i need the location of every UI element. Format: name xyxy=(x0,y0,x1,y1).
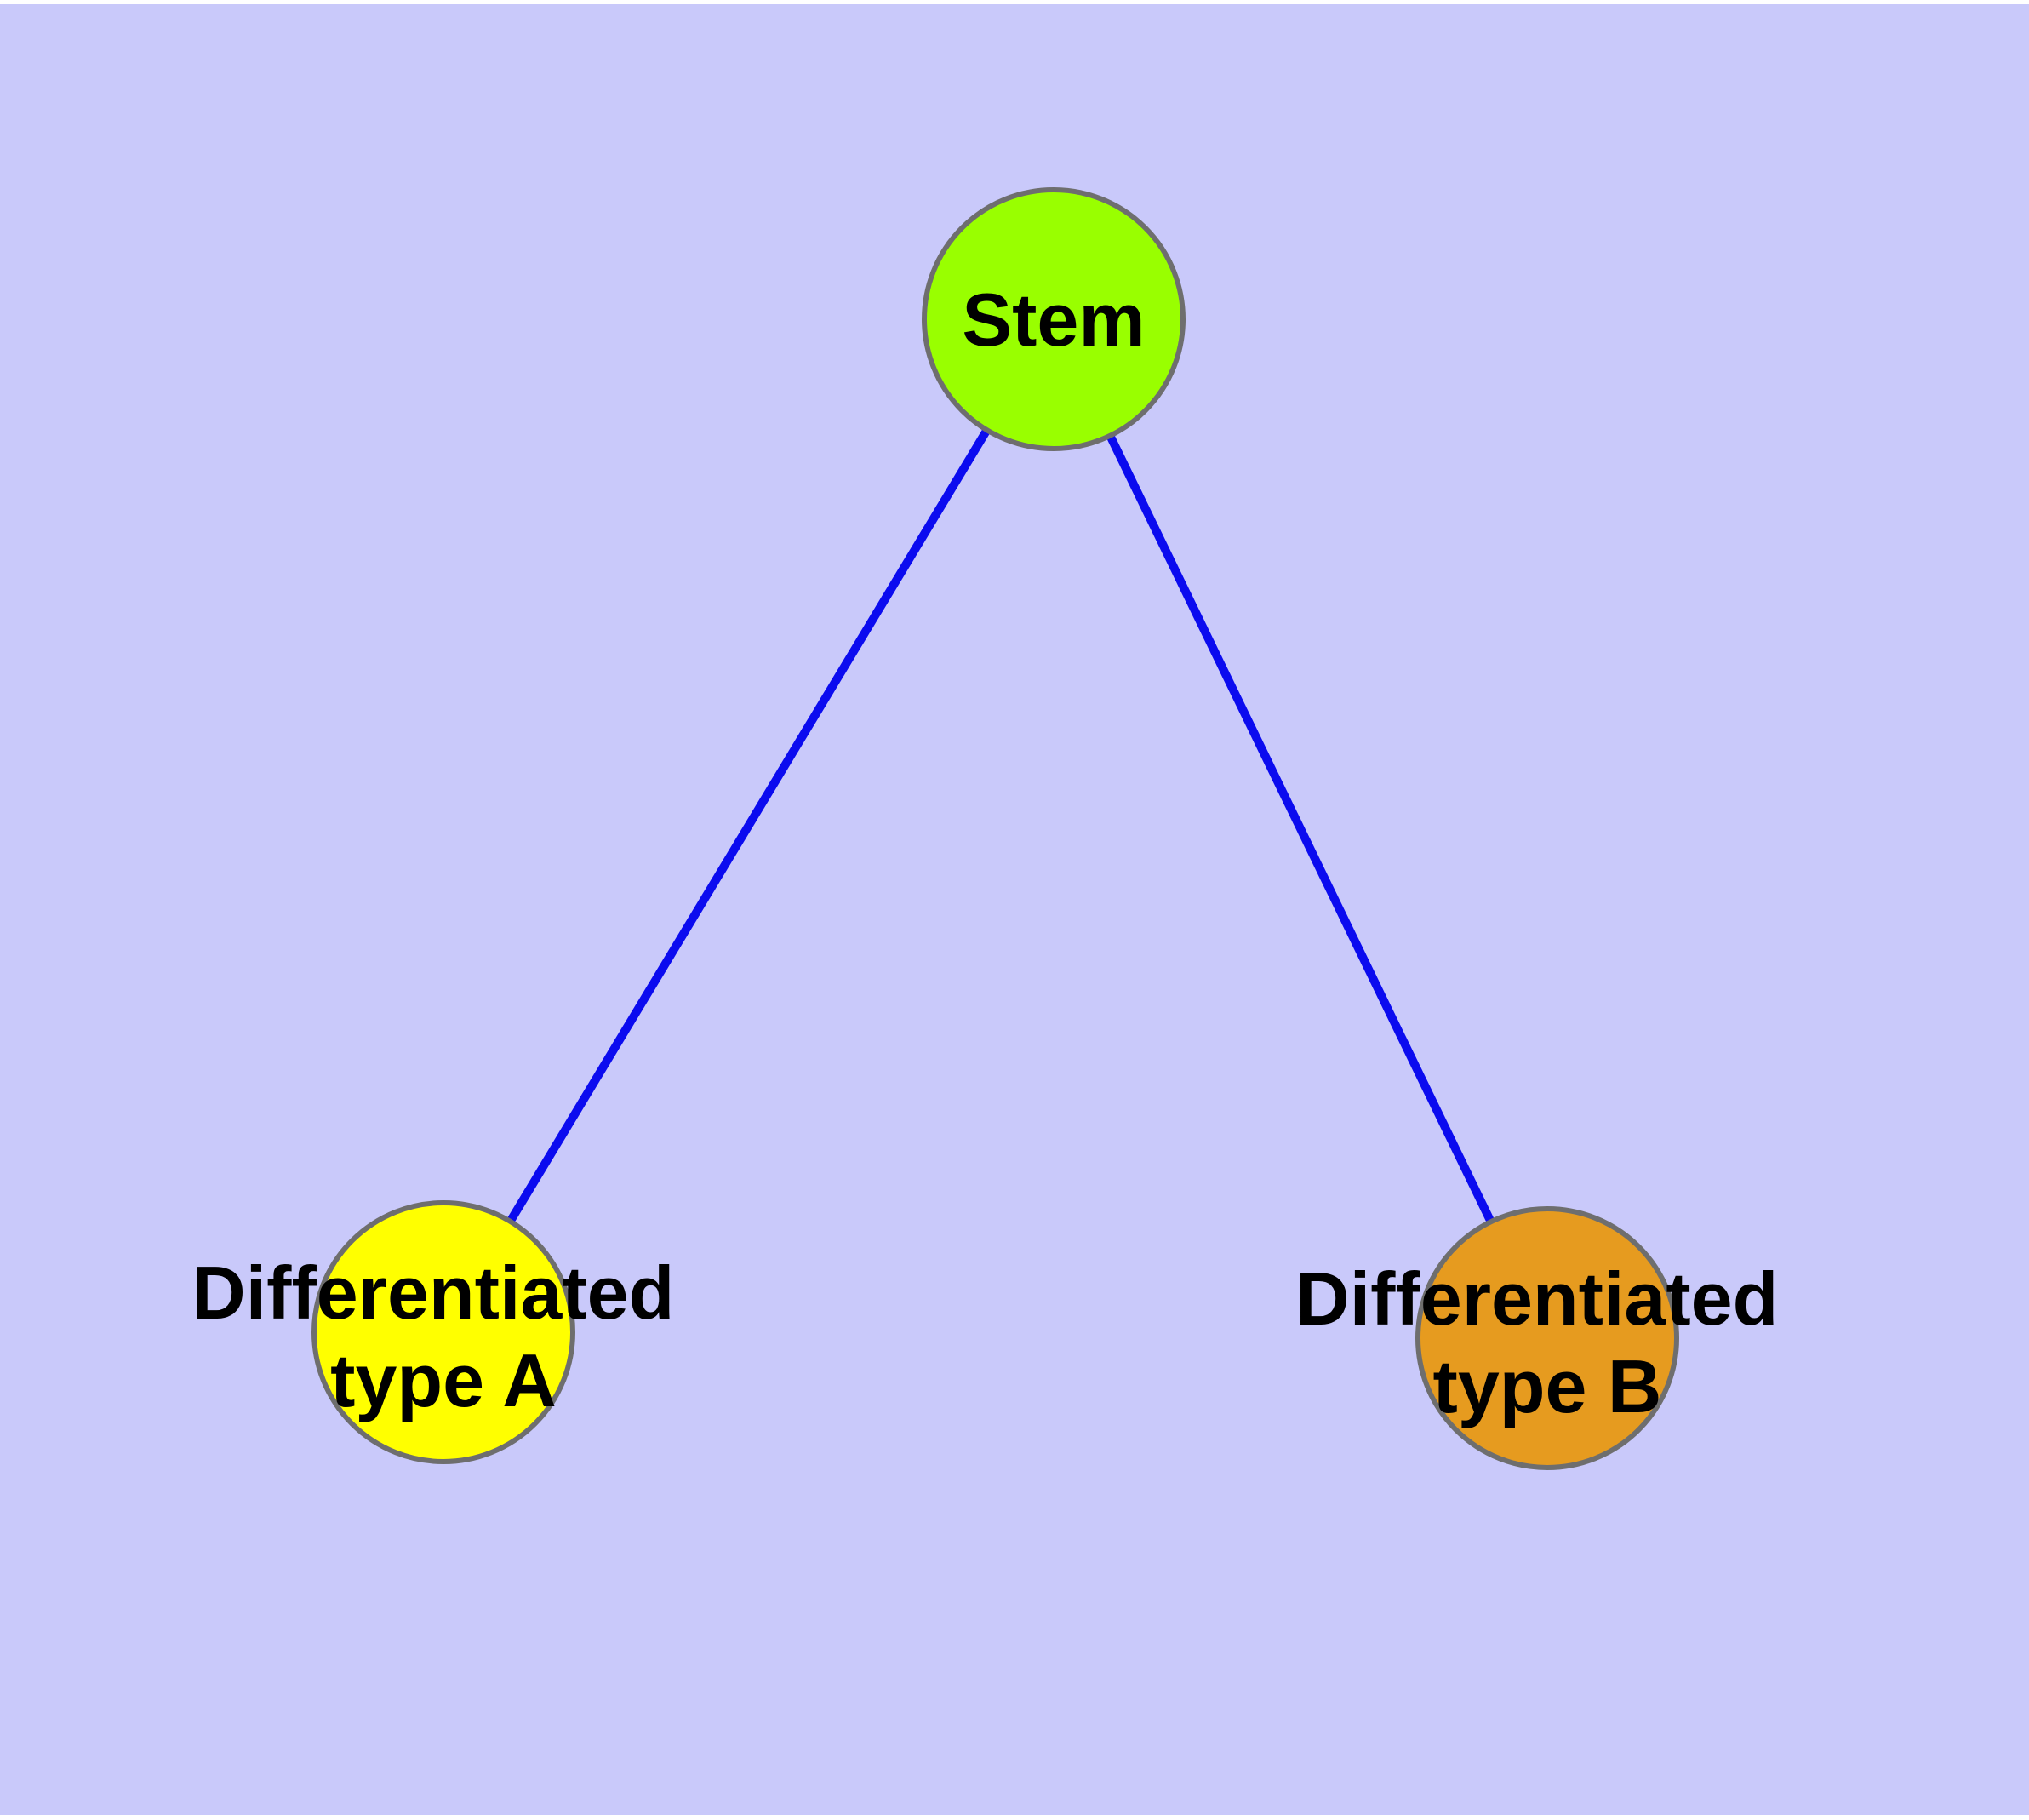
node-differentiated-type-b-circle xyxy=(1415,1206,1679,1470)
node-differentiated-type-b: Differentiated type B xyxy=(1295,1206,1799,1470)
node-stem-circle xyxy=(922,187,1186,451)
node-stem-label: Stem xyxy=(962,278,1145,362)
edge-stem-to-type-a xyxy=(439,317,1058,1335)
node-differentiated-type-a-label: Differentiated type A xyxy=(191,1251,695,1422)
node-differentiated-type-a: Differentiated type A xyxy=(191,1200,695,1464)
edge-stem-to-type-b xyxy=(1049,317,1552,1341)
node-differentiated-type-a-circle xyxy=(311,1200,575,1464)
node-differentiated-type-b-label: Differentiated type B xyxy=(1295,1256,1799,1428)
node-stem: Stem xyxy=(922,187,1186,451)
